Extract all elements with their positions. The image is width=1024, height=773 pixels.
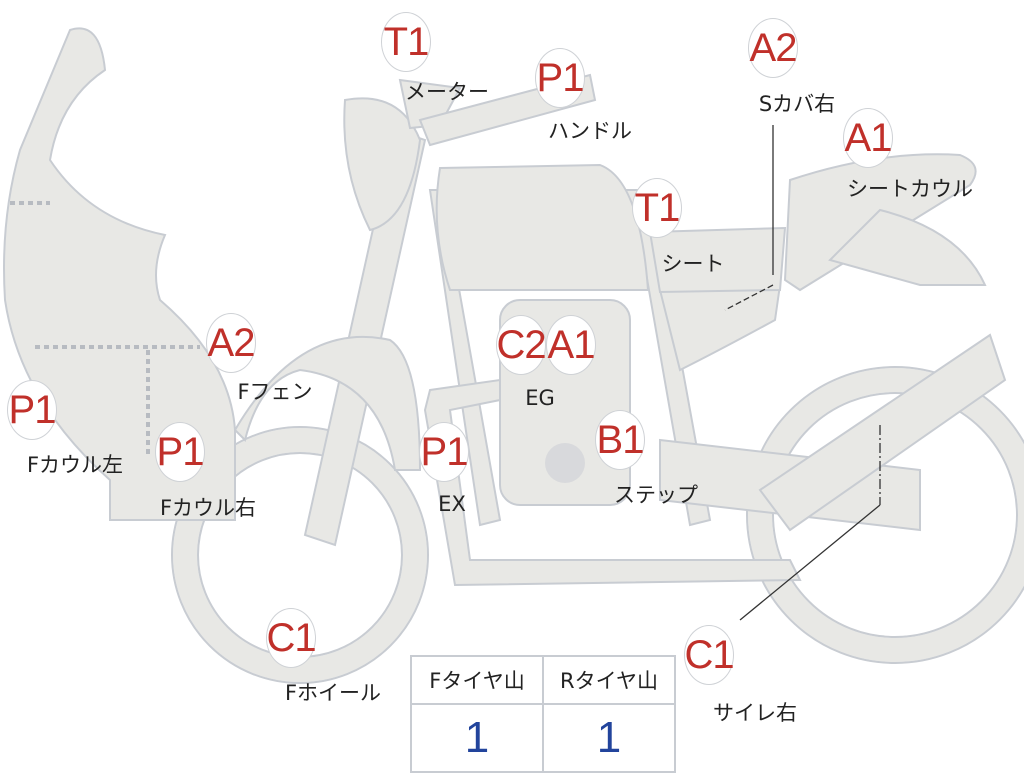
rear-wheel xyxy=(748,368,1024,662)
front-wheel xyxy=(173,428,427,682)
condition-code-badge: C1 xyxy=(684,625,735,685)
part-label: Fフェン xyxy=(237,380,313,404)
condition-code-badge: A2 xyxy=(748,18,798,78)
condition-code-badge: B1 xyxy=(595,410,645,470)
part-label: ステップ xyxy=(614,483,698,507)
seat xyxy=(648,226,787,294)
condition-code-badge: A1 xyxy=(546,315,596,375)
condition-code-badge: A1 xyxy=(843,108,893,168)
part-label: シート xyxy=(661,252,725,276)
part-label: Fカウル左 xyxy=(26,453,124,477)
part-label: Fカウル右 xyxy=(159,496,257,520)
side-cover xyxy=(658,283,782,372)
condition-code-badge: P1 xyxy=(419,422,469,482)
condition-code-badge: P1 xyxy=(155,422,205,482)
front-cowl xyxy=(3,27,236,521)
silencer xyxy=(758,333,1007,532)
condition-code-badge: A2 xyxy=(206,313,256,373)
condition-code-badge: C2 xyxy=(496,315,547,375)
part-label: EX xyxy=(438,492,466,516)
part-label: Sカバ右 xyxy=(758,92,836,116)
headlight xyxy=(343,97,422,232)
condition-code-badge: P1 xyxy=(7,380,57,440)
condition-code-badge: C1 xyxy=(266,608,317,668)
condition-code-badge: T1 xyxy=(381,12,431,72)
part-label: ハンドル xyxy=(548,119,632,143)
rear-tire-header: Rタイヤ山 xyxy=(542,655,676,705)
part-label: EG xyxy=(525,386,555,410)
condition-code-badge: T1 xyxy=(632,178,682,238)
front-tire-value: 1 xyxy=(410,703,544,773)
part-label: メーター xyxy=(405,80,489,104)
rear-tire-value: 1 xyxy=(542,703,676,773)
tire-tread-table: Fタイヤ山 Rタイヤ山 1 1 xyxy=(410,655,676,773)
part-label: サイレ右 xyxy=(713,701,797,725)
part-label: Fホイール xyxy=(284,681,382,705)
front-tire-header: Fタイヤ山 xyxy=(410,655,544,705)
part-label: シートカウル xyxy=(847,177,973,201)
fuel-tank xyxy=(435,163,650,291)
condition-code-badge: P1 xyxy=(535,48,585,108)
